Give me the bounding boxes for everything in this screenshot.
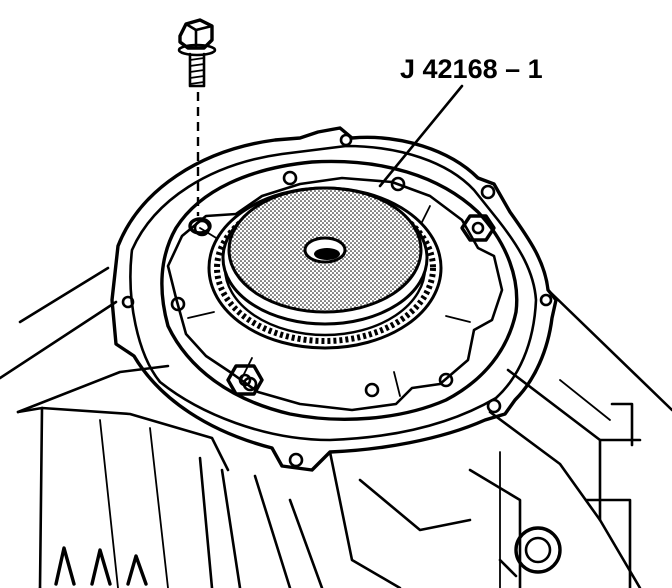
callout-label: J 42168 – 1: [400, 54, 543, 84]
hex-flange-bolt-icon: [177, 18, 217, 88]
installed-bolt-right-icon: [460, 214, 496, 242]
pump-cover-plate: [110, 126, 558, 472]
bolt-hole-target: [188, 217, 212, 235]
transmission-case: [0, 266, 672, 588]
callout-leader-line: [378, 84, 464, 188]
installed-bolt-lower-left-icon: [226, 364, 264, 396]
seal-installer-tool: [207, 186, 443, 350]
